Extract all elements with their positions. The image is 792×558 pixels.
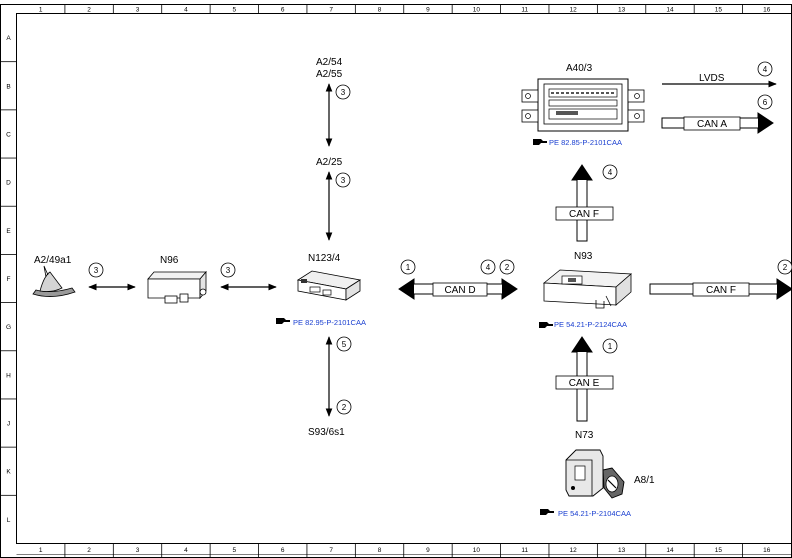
marker-can-a: 6 [763,98,768,107]
marker-can-d-left: 1 [406,263,411,272]
n93-reference-text[interactable]: PE 54.21-P-2124CAA [554,320,627,329]
grid-column-label: 7 [329,547,333,554]
a2-54-label: A2/54 [316,57,343,68]
can-d-bus-arrow: CAN D [398,278,518,300]
grid-row-label: L [7,517,11,524]
marker-a2-25-n123: 3 [341,176,346,185]
n123-4-reference-text[interactable]: PE 82.95-P-2101CAA [293,318,366,327]
marker-can-f-up: 4 [608,168,613,177]
grid-rows-left: A B C D E F G H J K L [0,35,17,524]
grid-column-label: 15 [715,7,723,14]
grid-column-label: 13 [618,7,626,14]
n123-4-reference-link[interactable]: PE 82.95-P-2101CAA [276,318,366,327]
grid-row-label: F [7,276,11,283]
grid-row-label: K [6,469,11,476]
page-border [0,4,792,558]
marker-a2-54-a2-25: 3 [341,88,346,97]
grid-row-label: D [6,180,11,187]
grid-column-label: 6 [281,7,285,14]
lvds-label: LVDS [699,73,725,84]
grid-row-label: J [7,421,10,428]
a40-3-reference-text[interactable]: PE 82.85-P-2101CAA [549,138,622,147]
grid-column-label: 5 [233,547,237,554]
a2-55-label: A2/55 [316,69,343,80]
can-d-label: CAN D [444,285,475,296]
antenna-a2-49a1-icon [32,265,76,297]
n73-reference-link[interactable]: PE 54.21-P-2104CAA [540,509,631,518]
marker-antenna-n96: 3 [94,266,99,275]
n73-reference-text[interactable]: PE 54.21-P-2104CAA [558,509,631,518]
can-f-right-bus-arrow: CAN F [649,278,792,300]
grid-column-label: 2 [87,7,91,14]
s93-6s1-label: S93/6s1 [308,427,345,438]
grid-column-label: 1 [39,547,43,554]
marker-n123-s93-lower: 2 [342,403,347,412]
n96-label: N96 [160,255,179,266]
grid-column-label: 4 [184,7,188,14]
grid-column-label: 5 [233,7,237,14]
a40-3-display-unit-icon [521,78,645,132]
grid-row-label: B [6,83,10,90]
n123-4-label: N123/4 [308,253,341,264]
can-f-right-label: CAN F [706,285,736,296]
a2-25-label: A2/25 [316,157,343,168]
a8-1-label: A8/1 [634,475,655,486]
grid-column-label: 3 [136,547,140,554]
grid-row-label: G [6,324,11,331]
grid-column-label: 10 [473,547,481,554]
grid-column-label: 8 [378,547,382,554]
grid-column-label: 6 [281,547,285,554]
grid-column-label: 12 [570,547,578,554]
grid-row-label: C [6,131,11,138]
marker-can-d-right-a: 4 [486,263,491,272]
grid-column-label: 10 [473,7,481,14]
marker-n123-s93-upper: 5 [342,340,347,349]
can-f-up-bus-arrow: CAN F [555,164,614,242]
grid-column-label: 16 [763,7,771,14]
can-a-bus-arrow: CAN A [661,112,774,134]
grid-column-label: 8 [378,7,382,14]
grid-column-label: 1 [39,7,43,14]
can-e-label: CAN E [569,378,600,389]
grid-row-label: A [6,35,11,42]
marker-lvds: 4 [763,65,768,74]
n73-ignition-switch-icon [565,449,625,499]
a40-3-label: A40/3 [566,63,593,74]
grid-column-label: 7 [329,7,333,14]
grid-column-label: 14 [666,547,674,554]
grid-column-label: 16 [763,547,771,554]
grid-column-label: 14 [666,7,674,14]
grid-column-label: 12 [570,7,578,14]
marker-n96-n123: 3 [226,266,231,275]
n96-module-icon [147,270,207,304]
grid-column-label: 9 [426,7,430,14]
can-f-up-label: CAN F [569,209,599,220]
n93-label: N93 [574,251,593,262]
drawing-area-border [16,13,792,544]
grid-column-label: 2 [87,547,91,554]
marker-can-d-right-b: 2 [505,263,510,272]
grid-column-label: 13 [618,547,626,554]
grid-column-label: 4 [184,547,188,554]
grid-row-label: E [6,228,11,235]
n73-label: N73 [575,430,594,441]
can-a-label: CAN A [697,119,727,130]
grid-column-label: 11 [521,547,528,554]
marker-can-e: 1 [608,342,613,351]
marker-can-f-right: 2 [783,263,788,272]
a2-49a1-label: A2/49a1 [34,255,72,266]
grid-row-label: H [6,372,11,379]
grid-column-label: 15 [715,547,723,554]
a40-3-reference-link[interactable]: PE 82.85-P-2101CAA [533,138,622,147]
n123-4-module-icon [296,270,362,301]
can-e-bus-arrow: CAN E [555,336,614,422]
grid-column-label: 11 [521,7,528,14]
n93-module-icon [542,269,633,309]
n93-reference-link[interactable]: PE 54.21-P-2124CAA [539,320,627,329]
grid-column-label: 3 [136,7,140,14]
grid-column-label: 9 [426,547,430,554]
